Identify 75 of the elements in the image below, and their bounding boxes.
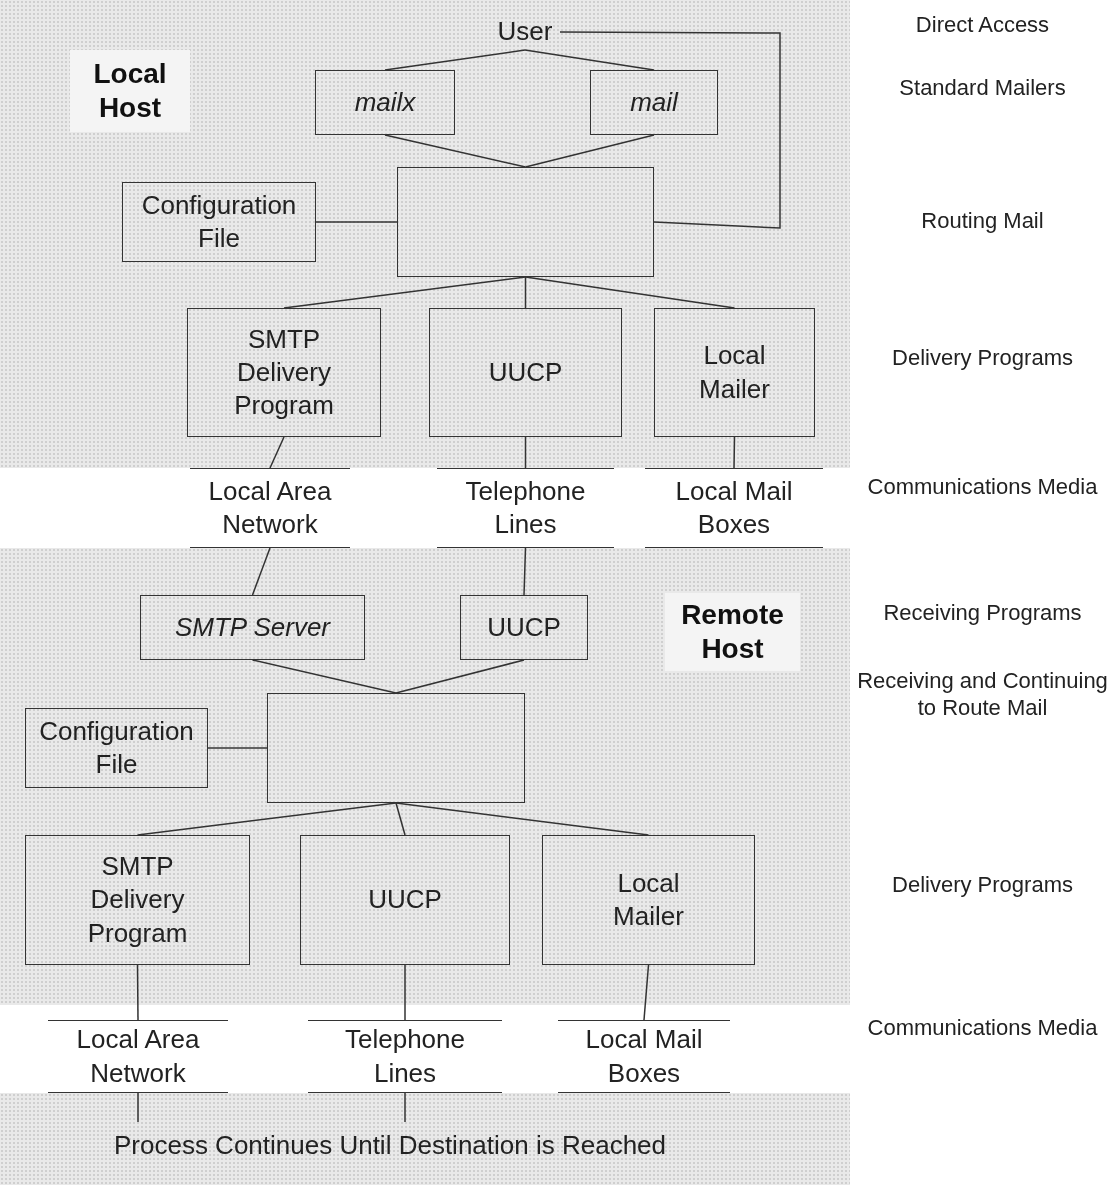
process-box xyxy=(187,308,381,437)
connector-line xyxy=(643,964,650,1021)
connector-line xyxy=(395,802,406,836)
connector-line xyxy=(395,659,525,694)
box-text: mail xyxy=(629,85,680,119)
level-label: Delivery Programs xyxy=(891,345,1074,372)
connector-line xyxy=(269,436,285,469)
connector-line xyxy=(251,547,271,596)
connector-line xyxy=(524,276,527,309)
box-text: SMTP Delivery Program xyxy=(86,850,189,950)
process-box xyxy=(542,835,755,965)
box-text: Local Area Network xyxy=(75,1023,201,1090)
box-text: Configuration File xyxy=(140,188,298,255)
connector-line xyxy=(524,49,655,71)
level-label: Standard Mailers xyxy=(898,75,1067,102)
box-text: Local Mail Boxes xyxy=(584,1023,704,1090)
connector-line xyxy=(251,659,397,694)
box-text: Local Mailer xyxy=(612,866,685,933)
host-region xyxy=(0,0,850,468)
connector-line xyxy=(137,1092,139,1123)
process-box xyxy=(654,308,815,437)
connector-line xyxy=(283,276,527,309)
box-text: User xyxy=(496,15,554,49)
box-text: UUCP xyxy=(487,355,564,389)
connector-line xyxy=(524,436,527,469)
box-text: Process Continues Until Destination is Reached xyxy=(112,1129,668,1163)
connector-line xyxy=(395,802,650,836)
connector-line xyxy=(384,49,526,71)
region-title: Remote Host xyxy=(665,593,800,671)
level-label: Delivery Programs xyxy=(891,872,1074,899)
process-box xyxy=(267,693,525,803)
level-label: Direct Access xyxy=(914,12,1051,39)
connector-line xyxy=(404,1092,406,1123)
level-label: Communications Media xyxy=(866,474,1099,501)
process-box xyxy=(397,167,654,277)
connector-line xyxy=(733,436,736,469)
box-text: SMTP Server xyxy=(173,610,332,644)
box-text: SMTP Delivery Program xyxy=(233,322,335,423)
box-text: Telephone Lines xyxy=(464,474,587,541)
media-label xyxy=(558,1020,730,1093)
connector-line xyxy=(384,134,527,168)
box-text: Local Mail Boxes xyxy=(674,474,794,541)
process-box xyxy=(300,835,510,965)
connector-line xyxy=(207,747,268,749)
box-text: Telephone Lines xyxy=(344,1023,466,1090)
connector-line xyxy=(559,31,781,229)
box-text: UUCP xyxy=(486,610,562,644)
level-label: Receiving and Continuing to Route Mail xyxy=(856,668,1109,722)
connector-line xyxy=(524,134,655,168)
host-region xyxy=(0,548,850,1005)
region-title: Local Host xyxy=(70,50,190,132)
process-box xyxy=(315,70,455,135)
box-text: UUCP xyxy=(367,883,443,917)
level-label: Receiving Programs xyxy=(882,600,1083,627)
process-box xyxy=(590,70,718,135)
connector-line xyxy=(523,547,527,596)
connector-line xyxy=(404,964,406,1021)
process-box xyxy=(122,182,316,262)
connector-line xyxy=(136,964,139,1021)
connector-line xyxy=(524,276,736,309)
box-text: Configuration File xyxy=(38,714,195,781)
media-label xyxy=(48,1020,228,1093)
process-box xyxy=(25,835,250,965)
process-box xyxy=(460,595,588,660)
box-text: mailx xyxy=(353,85,417,119)
media-label xyxy=(308,1020,502,1093)
box-text: Local Mailer xyxy=(698,339,771,406)
process-box xyxy=(25,708,208,788)
connector-line xyxy=(136,802,397,836)
box-text: Local Area Network xyxy=(207,474,333,541)
process-box xyxy=(140,595,365,660)
level-label: Communications Media xyxy=(866,1015,1099,1042)
process-box xyxy=(429,308,622,437)
level-label: Routing Mail xyxy=(920,208,1045,235)
connector-line xyxy=(315,221,398,223)
